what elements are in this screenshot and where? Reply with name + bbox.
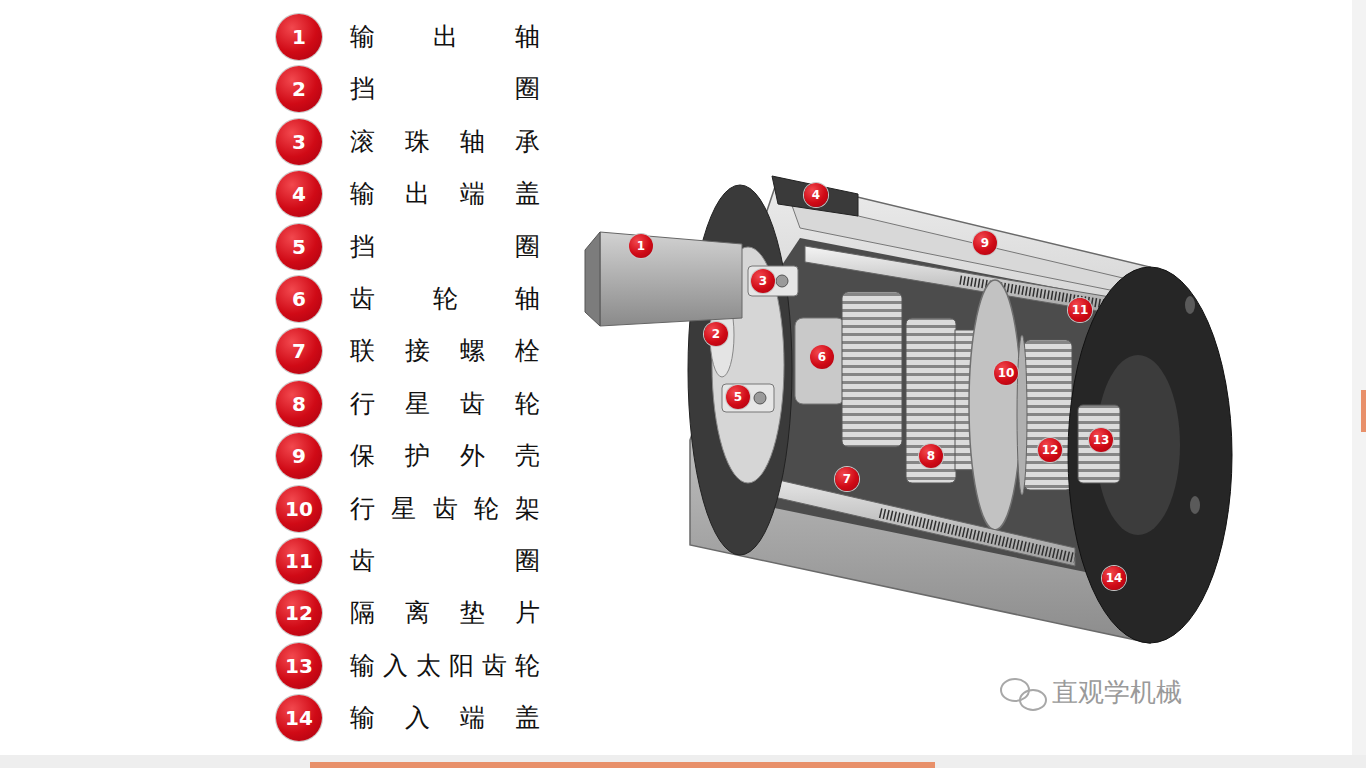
bearing-ball: [776, 275, 788, 287]
callout-number: 13: [1089, 428, 1113, 452]
callout-number: 12: [1042, 444, 1059, 456]
planet-gear: [906, 318, 956, 483]
callout-number: 3: [759, 275, 767, 287]
legend-badge: 14输入端盖: [276, 695, 322, 741]
callout-number: 4: [812, 189, 820, 201]
part-name: 隔离垫片: [350, 598, 540, 628]
shaft-end: [585, 232, 600, 326]
callout-number: 14: [1106, 572, 1123, 584]
callout-number: 6: [292, 289, 306, 309]
part-name: 输入端盖: [350, 703, 540, 733]
callout-number: 6: [818, 351, 826, 363]
callout-number: 2: [704, 322, 728, 346]
legend-badge: 7联接螺栓: [276, 328, 322, 374]
callout-number: 8: [292, 394, 306, 414]
callout-number: 3: [751, 269, 775, 293]
legend-badge: 8行星齿轮: [276, 381, 322, 427]
callout-number: 7: [843, 473, 851, 485]
callout-number: 14: [285, 708, 313, 728]
legend-badge: 5挡圈: [276, 224, 322, 270]
callout-number: 11: [285, 551, 313, 571]
legend-badge: 1输出轴: [276, 14, 322, 60]
callout-number: 10: [285, 499, 313, 519]
callout-number: 9: [981, 237, 989, 249]
part-name: 保护外壳: [350, 441, 540, 471]
watermark-icon: [1001, 679, 1046, 710]
callout-number: 4: [804, 183, 828, 207]
callout-number: 12: [1038, 438, 1062, 462]
legend-badge: 10行星齿轮架: [276, 486, 322, 532]
part-name: 挡圈: [350, 74, 540, 104]
right-accent: [1361, 390, 1366, 432]
part-name: 滚珠轴承: [350, 127, 540, 157]
callout-number: 3: [292, 132, 306, 152]
ball-bearing: [748, 266, 798, 296]
callout-number: 14: [1102, 566, 1126, 590]
part-name: 行星齿轮架: [350, 494, 540, 524]
callout-number: 12: [285, 603, 313, 623]
legend-badge: 12隔离垫片: [276, 590, 322, 636]
callout-number: 2: [712, 328, 720, 340]
spacer: [1017, 335, 1027, 495]
callout-number: 8: [919, 444, 943, 468]
callout-number: 11: [1072, 304, 1089, 316]
bearing-ball: [754, 392, 766, 404]
part-name: 齿圈: [350, 546, 540, 576]
legend-badge: 3滚珠轴承: [276, 119, 322, 165]
part-name: 挡圈: [350, 232, 540, 262]
output-shaft: [600, 232, 742, 326]
bottom-accent: [310, 762, 935, 768]
callout-number: 1: [637, 240, 645, 252]
legend-badge: 4输出端盖: [276, 171, 322, 217]
legend-badge: 6齿轮轴: [276, 276, 322, 322]
legend-badge: 9保护外壳: [276, 433, 322, 479]
part-name: 齿轮轴: [350, 284, 540, 314]
legend-badge: 11齿圈: [276, 538, 322, 584]
watermark: 直观学机械: [1052, 677, 1182, 708]
planet-carrier: [969, 280, 1021, 530]
gear-shaft: [795, 318, 845, 404]
gear: [842, 292, 902, 447]
callout-number: 8: [927, 450, 935, 462]
callout-number: 9: [973, 231, 997, 255]
legend-badge: 2挡圈: [276, 66, 322, 112]
callout-number: 5: [734, 391, 742, 403]
sun-gear: [1078, 405, 1120, 483]
cap-hole: [1190, 496, 1200, 514]
callout-number: 10: [994, 361, 1018, 385]
callout-number: 11: [1068, 298, 1092, 322]
callout-number: 5: [292, 237, 306, 257]
callout-number: 5: [726, 385, 750, 409]
part-name: 行星齿轮: [350, 389, 540, 419]
right-strip: [1352, 0, 1366, 755]
callout-number: 6: [810, 345, 834, 369]
callout-number: 10: [998, 367, 1015, 379]
callout-number: 9: [292, 446, 306, 466]
callout-number: 13: [285, 656, 313, 676]
legend-badge: 13输入太阳齿轮: [276, 643, 322, 689]
callout-number: 1: [292, 27, 306, 47]
callout-number: 7: [292, 341, 306, 361]
part-name: 输出端盖: [350, 179, 540, 209]
callout-number: 1: [629, 234, 653, 258]
part-name: 联接螺栓: [350, 336, 540, 366]
ball-bearing: [722, 384, 774, 412]
part-name: 输入太阳齿轮: [350, 651, 540, 681]
cap-top: [772, 176, 858, 216]
callout-number: 2: [292, 79, 306, 99]
cap-hole: [1185, 296, 1195, 314]
bottom-band: [0, 755, 1366, 768]
callout-number: 7: [835, 467, 859, 491]
callout-number: 13: [1093, 434, 1110, 446]
input-end-cap: [1068, 267, 1232, 643]
callout-number: 4: [292, 184, 306, 204]
planet-gear: [1024, 340, 1072, 490]
bolt-thread: [880, 513, 1075, 558]
part-name: 输出轴: [350, 22, 540, 52]
